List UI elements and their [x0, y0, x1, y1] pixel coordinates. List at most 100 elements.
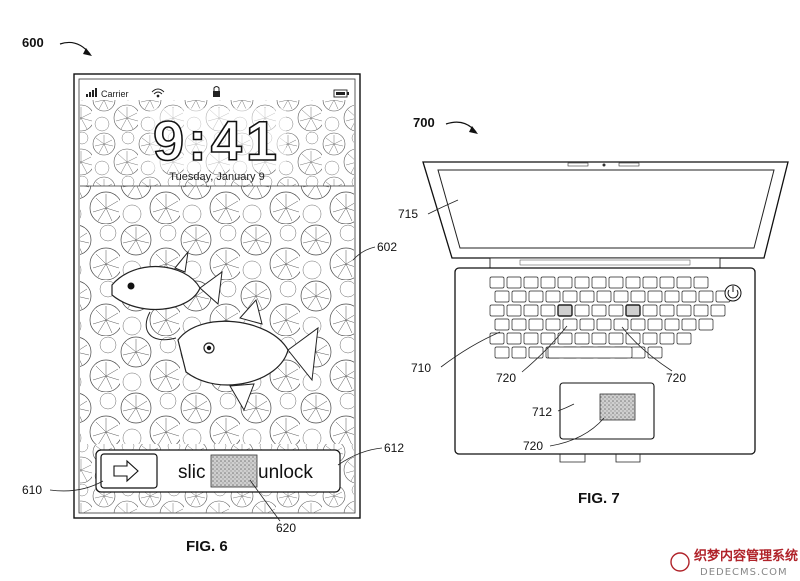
keyboard-key[interactable]	[506, 332, 522, 345]
keyboard-key[interactable]	[625, 276, 641, 289]
lock-date: Tuesday, January 9	[169, 171, 264, 183]
keyboard-key[interactable]	[659, 304, 675, 317]
ref-620: 620	[276, 521, 296, 535]
ref-715: 715	[398, 207, 418, 221]
keyboard-key[interactable]	[681, 318, 697, 331]
keyboard-key[interactable]	[613, 290, 629, 303]
ref-715-leader	[427, 199, 459, 215]
keyboard-key[interactable]	[511, 318, 527, 331]
keyboard-key[interactable]	[664, 290, 680, 303]
keyboard-key[interactable]	[494, 346, 510, 359]
keyboard-key[interactable]	[557, 276, 573, 289]
laptop-hinge	[489, 257, 721, 269]
keyboard-key[interactable]	[710, 304, 726, 317]
wifi-icon	[151, 88, 165, 98]
keyboard-key[interactable]	[540, 276, 556, 289]
battery-icon	[333, 89, 349, 98]
ref-710: 710	[411, 361, 431, 375]
keyboard-key[interactable]	[642, 332, 658, 345]
keyboard-key[interactable]	[506, 304, 522, 317]
keyboard-key[interactable]	[489, 332, 505, 345]
space-bar-key[interactable]	[547, 346, 633, 359]
keyboard-key[interactable]	[574, 276, 590, 289]
region-620-indicator	[210, 454, 258, 488]
ref-712: 712	[532, 405, 552, 419]
keyboard-key[interactable]	[545, 290, 561, 303]
keyboard-key[interactable]	[591, 304, 607, 317]
keyboard-key[interactable]	[528, 346, 544, 359]
wallpaper-main	[80, 186, 354, 444]
keyboard-key[interactable]	[676, 304, 692, 317]
keyboard-key[interactable]	[659, 332, 675, 345]
keyboard-key[interactable]	[642, 276, 658, 289]
base-foot-right	[615, 454, 641, 463]
keyboard-key[interactable]	[523, 332, 539, 345]
keyboard-key[interactable]	[528, 290, 544, 303]
keyboard-key[interactable]	[489, 304, 505, 317]
keyboard-key[interactable]	[494, 290, 510, 303]
keyboard-key[interactable]	[574, 332, 590, 345]
keyboard-key[interactable]	[596, 290, 612, 303]
lid-notch-left	[567, 162, 589, 167]
keyboard-key[interactable]	[540, 304, 556, 317]
keyboard-key[interactable]	[540, 332, 556, 345]
power-button-icon[interactable]	[724, 284, 742, 302]
clock-backdrop	[150, 108, 286, 170]
keyboard-key[interactable]	[630, 290, 646, 303]
keyboard-key[interactable]	[494, 318, 510, 331]
keyboard-key[interactable]	[523, 276, 539, 289]
keyboard-key[interactable]	[630, 318, 646, 331]
keyboard-key[interactable]	[574, 304, 590, 317]
keyboard[interactable]	[489, 276, 731, 359]
ref-720-a-leader	[521, 325, 568, 373]
watermark-logo-icon	[670, 552, 690, 572]
keyboard-key[interactable]	[693, 276, 709, 289]
keyboard-key[interactable]	[698, 290, 714, 303]
fig-7-caption: FIG. 7	[578, 490, 620, 507]
keyboard-key[interactable]	[642, 304, 658, 317]
keyboard-key[interactable]	[659, 276, 675, 289]
watermark-title: 织梦内容管理系统	[694, 548, 798, 564]
keyboard-key[interactable]	[676, 276, 692, 289]
ref-600: 600	[22, 35, 44, 50]
keyboard-key[interactable]	[676, 332, 692, 345]
keyboard-key[interactable]	[489, 276, 505, 289]
keyboard-key[interactable]	[608, 304, 624, 317]
keyboard-key[interactable]	[511, 346, 527, 359]
keyboard-key[interactable]	[647, 290, 663, 303]
keyboard-key[interactable]	[681, 290, 697, 303]
keyboard-key[interactable]	[693, 304, 709, 317]
keyboard-key[interactable]	[591, 332, 607, 345]
keyboard-key[interactable]	[613, 318, 629, 331]
keyboard-key[interactable]	[545, 318, 561, 331]
keyboard-key[interactable]	[579, 318, 595, 331]
watermark-url: DEDECMS.COM	[700, 567, 788, 578]
keyboard-key[interactable]	[579, 290, 595, 303]
keyboard-key[interactable]	[591, 276, 607, 289]
ref-612-leader	[337, 447, 383, 466]
keyboard-key[interactable]	[528, 318, 544, 331]
keyboard-key[interactable]	[698, 318, 714, 331]
trackpad-region-720	[599, 393, 636, 421]
keyboard-key[interactable]	[506, 276, 522, 289]
keyboard-key[interactable]	[562, 290, 578, 303]
keyboard-key[interactable]	[664, 318, 680, 331]
key-region-720[interactable]	[625, 304, 641, 317]
laptop-display	[437, 169, 775, 249]
keyboard-key[interactable]	[608, 332, 624, 345]
keyboard-key[interactable]	[608, 276, 624, 289]
figure-7: 700 715 710 720 72	[398, 115, 789, 507]
ref-612: 612	[384, 441, 404, 455]
keyboard-key[interactable]	[557, 332, 573, 345]
keyboard-key[interactable]	[523, 304, 539, 317]
keyboard-key[interactable]	[511, 290, 527, 303]
status-carrier: Carrier	[101, 89, 129, 99]
lock-clock: 9:41	[153, 109, 281, 172]
fish-illustration	[111, 250, 319, 412]
keyboard-key[interactable]	[596, 318, 612, 331]
keyboard-key[interactable]	[647, 346, 663, 359]
keyboard-key[interactable]	[647, 318, 663, 331]
key-region-720[interactable]	[557, 304, 573, 317]
ref-720-c-leader	[549, 417, 605, 447]
